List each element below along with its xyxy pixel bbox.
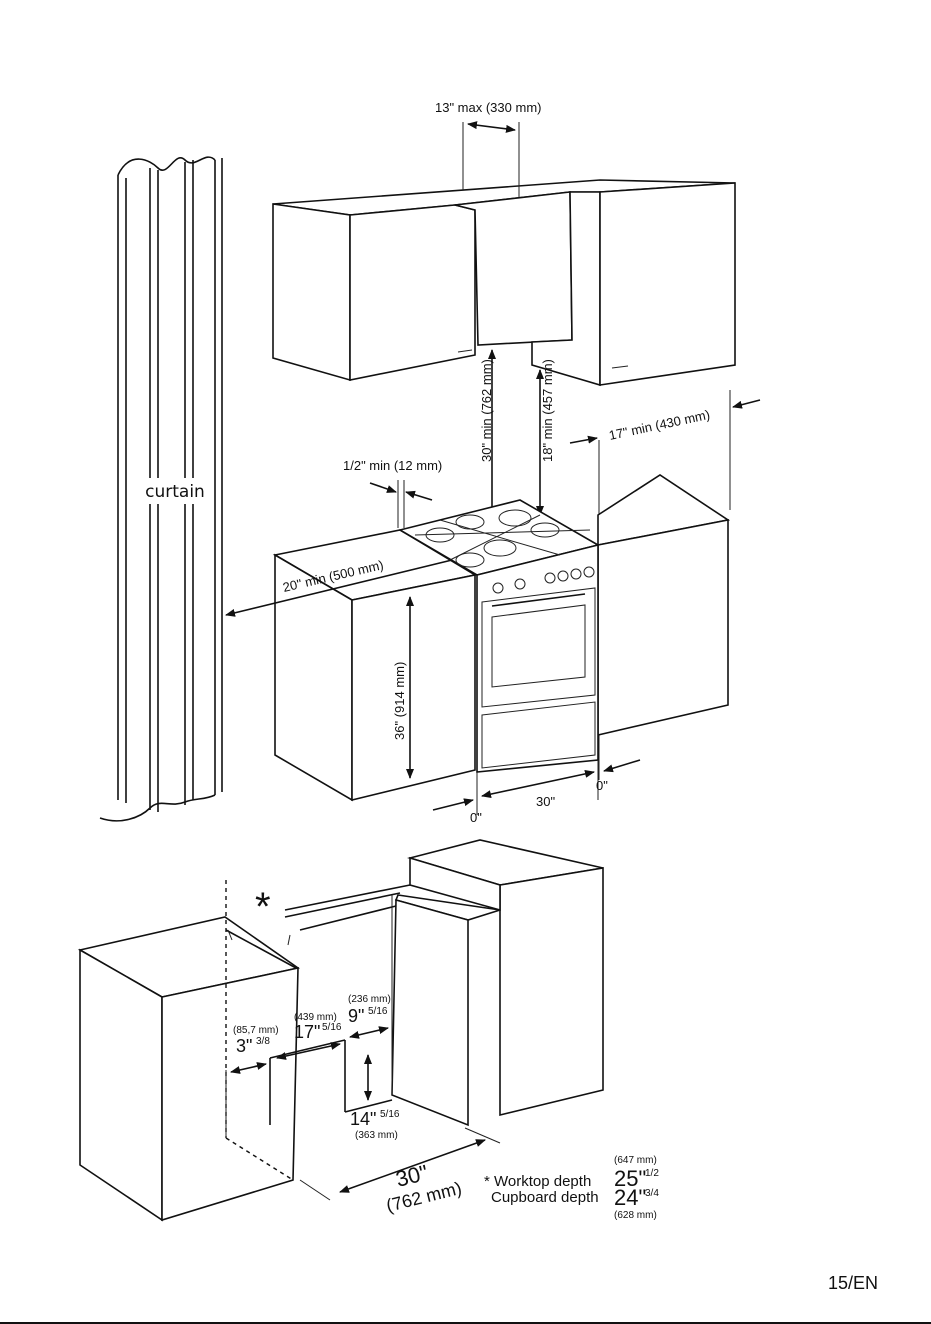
width-30-label: 30" (536, 794, 555, 809)
clearance-17-label: 17" min (430 mm) (608, 407, 712, 443)
curtain-label: curtain (145, 482, 205, 502)
hood-gap-dimension: 13" max (330 mm) (435, 100, 541, 197)
right-cabinet (392, 840, 603, 1125)
left-cabinet (80, 917, 298, 1220)
m14-in: 14" (350, 1109, 376, 1129)
upper-cabinets (273, 180, 735, 385)
cupboard-mm: (628 mm) (614, 1210, 657, 1221)
top-figure: curtain 13" max (330 mm) (100, 100, 760, 825)
m3-mm: (85,7 mm) (233, 1025, 279, 1036)
m14-mm: (363 mm) (355, 1130, 398, 1141)
clearance-30-label: 30" min (762 mm) (479, 359, 494, 462)
zero-right-label: 0" (596, 778, 608, 793)
m17-frac: 5/16 (322, 1022, 342, 1033)
cupboard-frac: 3/4 (645, 1188, 659, 1199)
worktop-mm: (647 mm) (614, 1155, 657, 1166)
worktop-asterisk: * (255, 885, 271, 929)
worktop-label: * Worktop depth (484, 1173, 591, 1190)
m3-in: 3" (236, 1036, 252, 1056)
m3-frac: 3/8 (256, 1036, 270, 1047)
side-gap-label: 1/2" min (12 mm) (343, 458, 442, 473)
m9-mm: (236 mm) (348, 994, 391, 1005)
zero-left-label: 0" (470, 810, 482, 825)
depth-legend: (647 mm) * Worktop depth 25" 1/2 Cupboar… (484, 1155, 659, 1221)
clearance-dimensions: 30" min (762 mm) 18" min (457 mm) (479, 350, 555, 525)
m9-in: 9" (348, 1006, 364, 1026)
worktop-frac: 1/2 (645, 1168, 659, 1179)
m14-frac: 5/16 (380, 1109, 400, 1120)
hood-gap-label: 13" max (330 mm) (435, 100, 541, 115)
m17-in: 17" (294, 1022, 320, 1042)
bottom-figure: * (85,7 mm) 3" 3/8 (439 mm) 17" 5/16 (23… (80, 840, 659, 1221)
curtain: curtain (100, 157, 222, 821)
height-36-label: 36" (914 mm) (392, 662, 407, 740)
cupboard-in: 24" (614, 1185, 646, 1210)
m9-frac: 5/16 (368, 1006, 388, 1017)
page-number: 15/EN (828, 1273, 878, 1293)
side-gap-dimension: 1/2" min (12 mm) (343, 458, 442, 528)
clearance-18-label: 18" min (457 mm) (540, 359, 555, 462)
cupboard-label: Cupboard depth (491, 1189, 599, 1206)
